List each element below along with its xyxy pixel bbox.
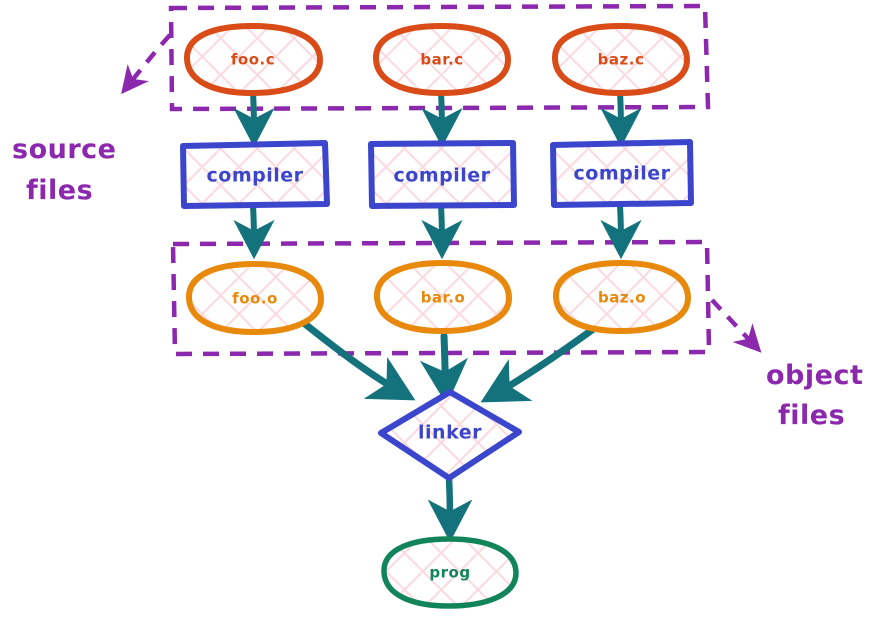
annotation-object-files: object files [710,298,863,431]
foo-c-ellipse [183,23,323,96]
object-group-outline [170,239,712,357]
edge-bar-o-to-linker [419,332,468,406]
edge-compiler-1-to-foo-o [233,203,275,260]
baz-o-label: baz.o [598,289,646,307]
edge-foo-c-to-compiler-1 [233,89,275,148]
node-baz-c[interactable]: baz.c [551,23,690,96]
foo-o-ellipse [185,261,324,335]
baz-c-ellipse [551,23,690,96]
node-bar-o[interactable]: bar.o [373,260,512,334]
baz-c-label: baz.c [598,51,645,69]
bar-o-label: bar.o [421,289,466,307]
source-files-group [168,3,711,112]
node-linker[interactable]: linker [378,389,522,481]
node-baz-o[interactable]: baz.o [552,260,691,334]
edge-bar-c-to-compiler-2 [421,89,463,148]
edge-compiler-3-to-baz-o [600,203,642,260]
compiler-1-box [180,140,330,209]
source-files-label-line2: files [26,175,93,206]
compiler-3-label: compiler [574,163,671,185]
node-bar-c[interactable]: bar.c [372,23,511,96]
node-prog[interactable]: prog [381,536,519,609]
edge-group-object-to-linker [296,316,596,406]
edge-foo-o-to-linker [296,316,416,401]
node-compiler-3[interactable]: compiler [550,139,694,208]
compiler-1-label: compiler [207,165,304,187]
object-files-label-line2: files [778,400,845,431]
compiler-2-box [368,140,517,209]
node-foo-o[interactable]: foo.o [185,261,324,335]
compiler-3-box [550,139,694,208]
linker-diamond [378,389,522,481]
compiler-2-label: compiler [394,165,491,187]
node-compiler-1[interactable]: compiler [180,140,330,209]
foo-o-label: foo.o [232,290,278,308]
source-group-outline [168,3,711,112]
edge-group-source-to-compiler [233,89,642,148]
bar-o-ellipse [373,260,512,334]
edge-baz-o-to-linker [480,326,596,403]
object-files-pointer-arrow [710,298,762,353]
source-files-label-line1: source [12,134,116,165]
prog-ellipse [381,536,519,609]
foo-c-label: foo.c [231,51,275,69]
edge-group-linker-to-output [427,474,473,543]
linker-label: linker [418,422,482,444]
object-files-label-line1: object [766,360,863,391]
prog-label: prog [429,564,470,582]
baz-o-ellipse [552,260,691,334]
edge-linker-to-prog [427,474,473,543]
annotation-source-files: source files [12,33,172,206]
edge-baz-c-to-compiler-3 [600,89,642,148]
node-compiler-2[interactable]: compiler [368,140,517,209]
node-foo-c[interactable]: foo.c [183,23,323,96]
edge-compiler-2-to-bar-o [421,203,463,260]
bar-c-ellipse [372,23,511,96]
bar-c-label: bar.c [420,51,463,69]
object-files-group [170,239,712,357]
source-files-pointer-arrow [121,33,172,95]
edge-group-compiler-to-object [233,203,642,260]
